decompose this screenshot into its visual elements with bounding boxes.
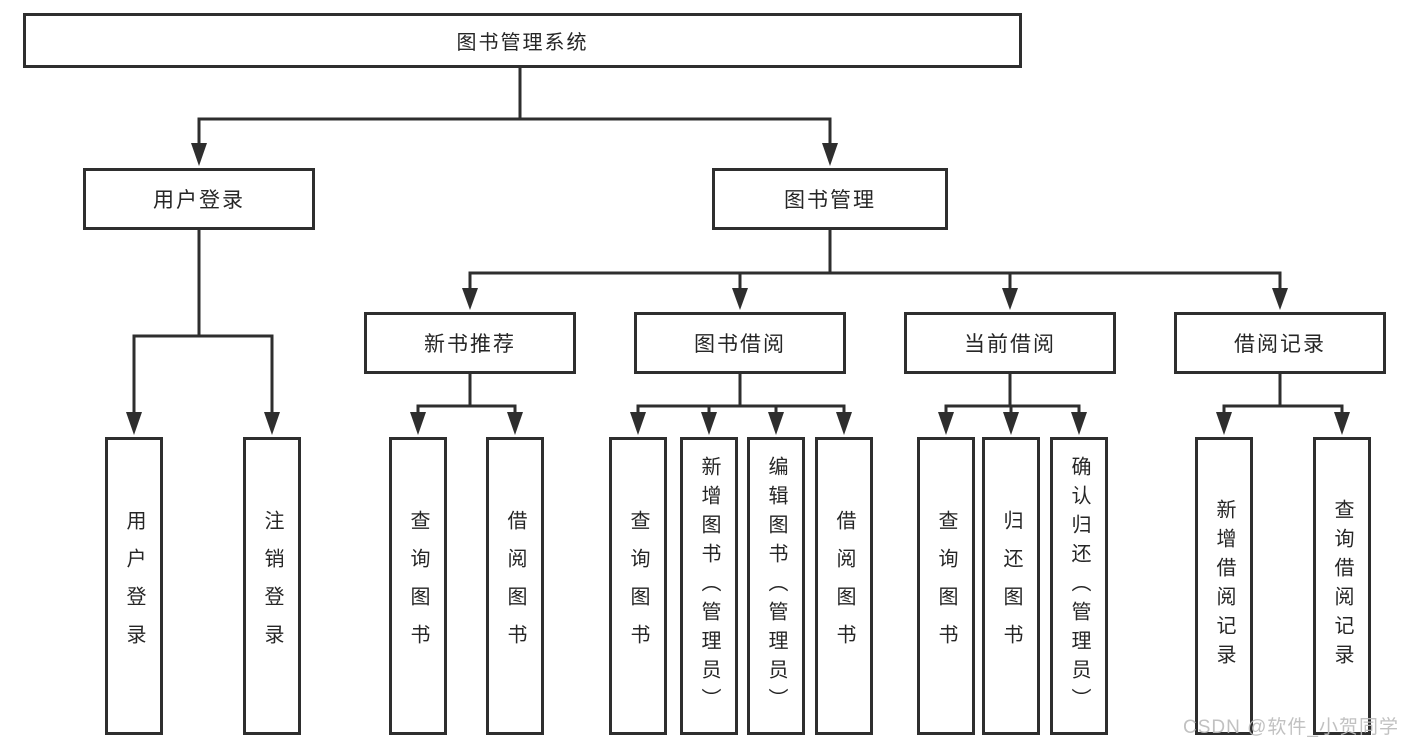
node-book-borrow: 图书借阅	[634, 312, 846, 374]
leaf-borrow-add-books-admin: 新增图书（管理员）	[680, 437, 738, 735]
leaf-borrow-query-books: 查询图书	[609, 437, 667, 735]
leaf-current-confirm-return-admin: 确认归还（管理员）	[1050, 437, 1108, 735]
node-current-borrow: 当前借阅	[904, 312, 1116, 374]
watermark: CSDN @软件_小贺同学	[1183, 717, 1399, 738]
leaf-borrow-borrow-books: 借阅图书	[815, 437, 873, 735]
node-new-book-recommend: 新书推荐	[364, 312, 576, 374]
node-root: 图书管理系统	[23, 13, 1022, 68]
leaf-current-return-books: 归还图书	[982, 437, 1040, 735]
leaf-records-add-record: 新增借阅记录	[1195, 437, 1253, 735]
leaf-logout: 注销登录	[243, 437, 301, 735]
node-book-management: 图书管理	[712, 168, 948, 230]
node-borrow-records: 借阅记录	[1174, 312, 1386, 374]
leaf-records-query-record: 查询借阅记录	[1313, 437, 1371, 735]
leaf-borrow-edit-books-admin: 编辑图书（管理员）	[747, 437, 805, 735]
node-user-login: 用户登录	[83, 168, 315, 230]
leaf-recommend-borrow-books: 借阅图书	[486, 437, 544, 735]
leaf-current-query-books: 查询图书	[917, 437, 975, 735]
leaf-recommend-query-books: 查询图书	[389, 437, 447, 735]
leaf-user-login: 用户登录	[105, 437, 163, 735]
